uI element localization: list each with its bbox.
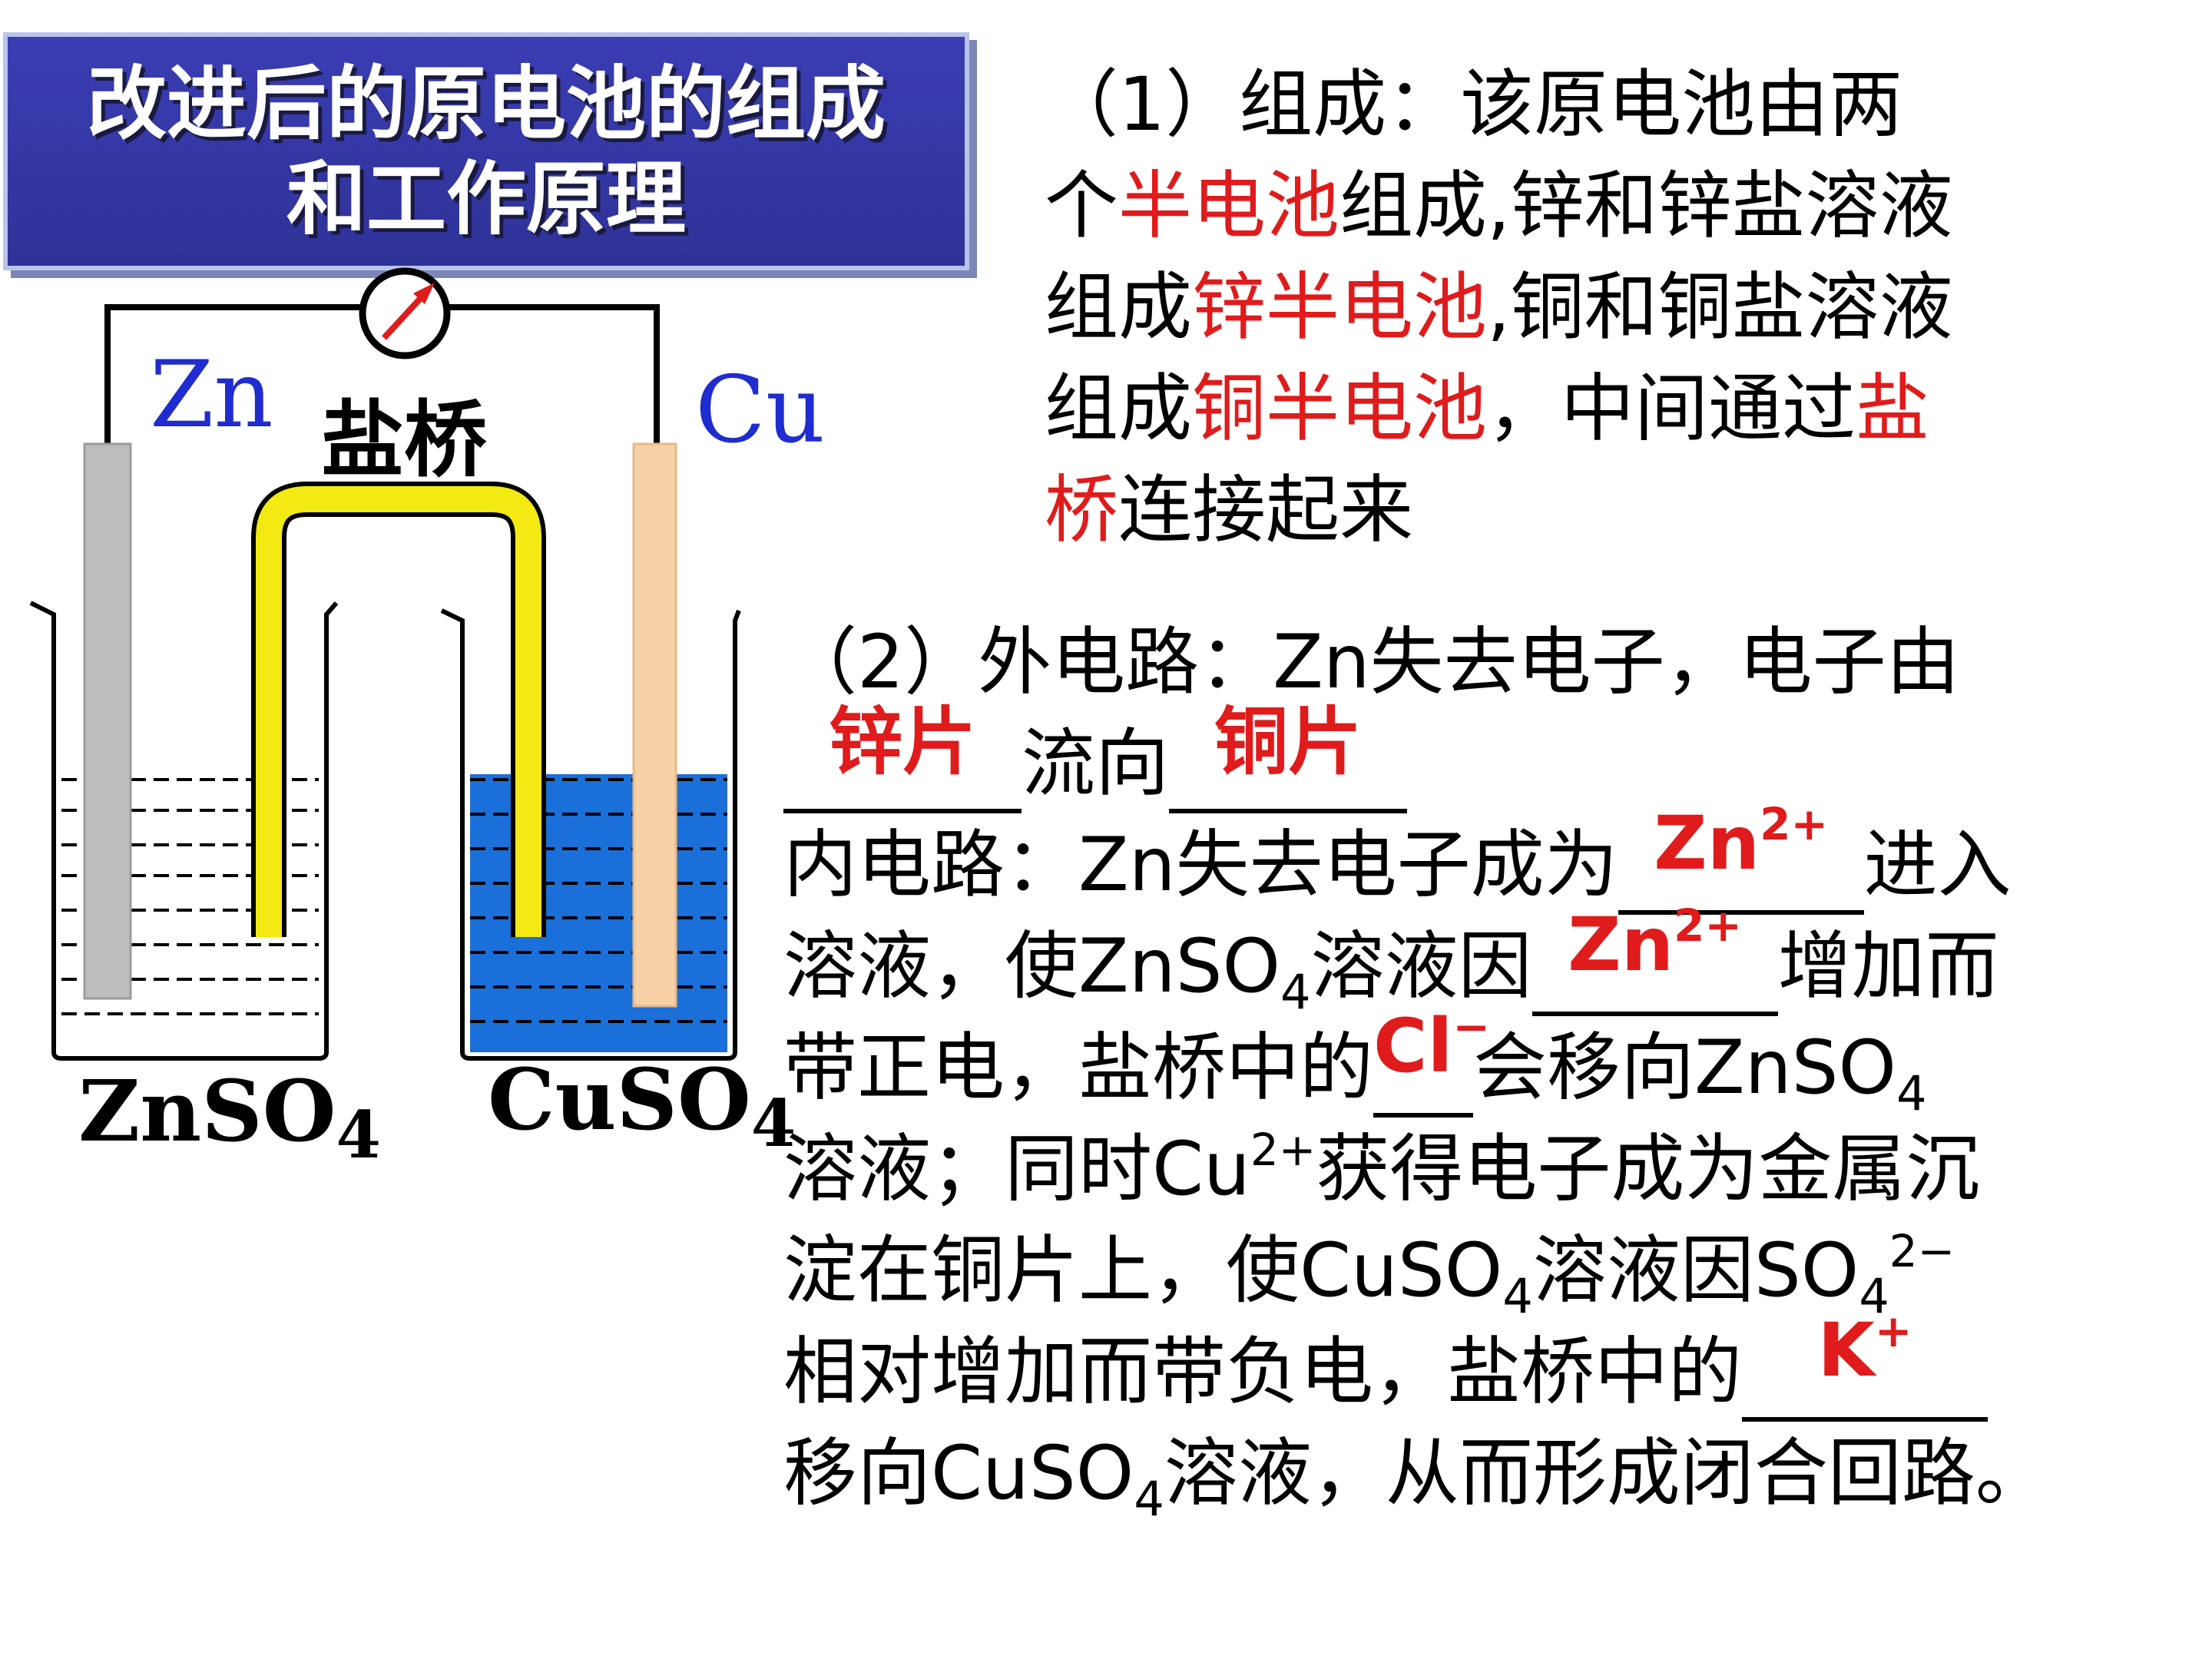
znso4-label: ZnSO4 (78, 1061, 381, 1173)
cuso4-solution-lines (470, 778, 727, 1023)
composition-line-3: 组成锌半电池,铜和铜盐溶液 (1045, 264, 1953, 350)
salt-bridge-label: 盐桥 (321, 392, 487, 488)
cu-label: Cu (695, 357, 825, 464)
zinc-electrode (83, 442, 132, 1000)
composition-paragraph: （1）组成：该原电池由两 个半电池组成,锌和锌盐溶液 组成锌半电池,铜和铜盐溶液… (1045, 54, 1953, 561)
answer-blank-zn-ion-1: Zn2+ (1618, 800, 1864, 915)
composition-line-2: 个半电池组成,锌和锌盐溶液 (1045, 163, 1953, 249)
galvanometer-arrowhead (413, 283, 435, 304)
principle-line-5: 带正电，盐桥中的Cl−会移向ZnSO4 (783, 1001, 1927, 1121)
cuso4-label: CuSO4 (488, 1050, 796, 1161)
answer-blank-chloride: Cl− (1373, 1003, 1490, 1118)
cuso4-solution (470, 774, 727, 1052)
composition-line-1: （1）组成：该原电池由两 (1045, 61, 1903, 147)
right-beaker (440, 608, 741, 1061)
left-beaker (29, 601, 339, 1061)
composition-line-4: 组成铜半电池，中间通过盐 (1045, 366, 1929, 452)
principle-line-1: （2）外电路：Zn失去电子，电子由 (783, 619, 1960, 705)
answer-blank-potassium: K+ (1742, 1307, 1988, 1422)
principle-line-9: 移向CuSO4溶液，从而形成闭合回路。 (783, 1430, 2049, 1527)
title-line-1: 改进后的原电池的组成 (86, 57, 886, 151)
zn-label: Zn (150, 342, 273, 449)
title-banner: 改进后的原电池的组成 和工作原理 (3, 32, 969, 270)
galvanic-cell-diagram: Zn Cu 盐桥 ZnSO4 CuSO4 (29, 267, 825, 1173)
answer-blank-zn-ion-2: Zn2+ (1532, 902, 1778, 1016)
principle-line-6: 溶液；同时Cu2+获得电子成为金属沉 (783, 1124, 1980, 1212)
principle-line-2: 锌片流向铜片 (783, 699, 2049, 814)
composition-line-5: 桥连接起来 (1045, 467, 1413, 553)
answer-blank-copper-sheet: 铜片 (1169, 699, 1407, 813)
salt-bridge (256, 486, 541, 937)
copper-electrode (632, 442, 677, 1008)
answer-blank-zinc-sheet: 锌片 (783, 699, 1022, 813)
title-line-2: 和工作原理 (286, 152, 686, 246)
principle-line-7: 淀在铜片上，使CuSO4溶液因SO42− (783, 1225, 1955, 1324)
